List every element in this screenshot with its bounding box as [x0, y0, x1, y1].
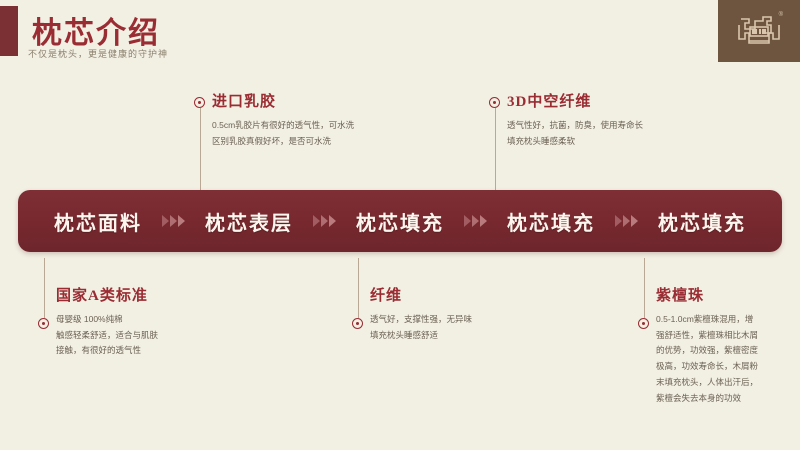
callout-line: 透气好，支撑性强，无异味 — [370, 314, 473, 324]
marker-ring-icon — [638, 318, 649, 329]
callout-line: 区别乳胶真假好坏，是否可水洗 — [212, 135, 332, 146]
marker-stem — [643, 258, 645, 318]
callout-line: 触感轻柔舒适，适合与肌肤 — [56, 329, 159, 340]
process-stage-fill-3[interactable]: 枕芯填充 — [658, 212, 746, 235]
chevron-right-icon — [313, 215, 336, 227]
callout-line: 填充枕头睡感柔软 — [507, 135, 576, 146]
callout-line: 透气性好，抗菌，防臭，使用寿命长 — [507, 120, 644, 130]
callout-line: 紫檀会失去本身的功效 — [656, 392, 742, 403]
callout-line: 强舒适性，紫檀珠相比木屑 — [656, 329, 759, 340]
callout-body: 0.5-1.0cm紫檀珠混用，增 强舒适性，紫檀珠相比木屑 的优势，功效强，紫檀… — [656, 312, 758, 406]
marker-ring-icon — [352, 318, 363, 329]
marker-ring-icon — [489, 97, 500, 108]
callout-line: 0.5-1.0cm紫檀珠混用，增 — [656, 314, 754, 324]
process-stage-fill-2[interactable]: 枕芯填充 — [507, 212, 595, 235]
callout-marker-bottom-3 — [638, 258, 650, 329]
chevron-right-icon — [162, 215, 185, 227]
chevron-right-icon — [615, 215, 638, 227]
brand-logo: ® — [718, 0, 800, 62]
pillow-core-process-bar: 枕芯面料 枕芯表层 枕芯填充 枕芯填充 枕芯填充 — [18, 190, 782, 252]
callout-line: 母婴级 100%纯棉 — [56, 314, 123, 324]
marker-stem — [494, 108, 496, 198]
callout-marker-bottom-2 — [352, 258, 364, 329]
footer-spacer — [0, 442, 800, 450]
callout-title: 纤维 — [370, 288, 403, 304]
chevron-right-icon — [464, 215, 487, 227]
page-title: 枕芯介绍 — [32, 17, 160, 50]
callout-body: 母婴级 100%纯棉 触感轻柔舒适，适合与肌肤 接触，有很好的透气性 — [56, 312, 158, 359]
callout-line: 接触，有很好的透气性 — [56, 345, 142, 356]
title-accent-block — [0, 6, 18, 56]
process-stage-fabric[interactable]: 枕芯面料 — [54, 212, 142, 235]
callout-body: 透气性好，抗菌，防臭，使用寿命长 填充枕头睡感柔软 — [507, 118, 643, 149]
chinese-seal-emblem-icon: ® — [731, 9, 787, 53]
callout-line: 0.5cm乳胶片有很好的透气性，可水洗 — [212, 120, 355, 130]
callout-marker-top-2 — [489, 97, 501, 198]
callout-marker-top-1 — [194, 97, 206, 198]
callout-line: 填充枕头睡感舒适 — [370, 329, 439, 340]
process-stage-fill-1[interactable]: 枕芯填充 — [356, 212, 444, 235]
callout-line: 的优势，功效强，紫檀密度 — [656, 345, 759, 356]
marker-ring-icon — [194, 97, 205, 108]
page-subtitle: 不仅是枕头，更是健康的守护神 — [28, 49, 169, 59]
callout-national-class-a: 国家A类标准 母婴级 100%纯棉 触感轻柔舒适，适合与肌肤 接触，有很好的透气… — [56, 284, 158, 359]
callout-line: 末填充枕头，人体出汗后， — [656, 376, 759, 387]
callout-line: 极高，功效寿命长，木屑粉 — [656, 361, 759, 372]
callout-title: 进口乳胶 — [212, 94, 277, 110]
callout-title: 3D中空纤维 — [507, 94, 592, 110]
marker-stem — [43, 258, 45, 318]
registered-mark: ® — [778, 12, 783, 18]
callout-body: 0.5cm乳胶片有很好的透气性，可水洗 区别乳胶真假好坏，是否可水洗 — [212, 118, 354, 149]
callout-imported-latex: 进口乳胶 0.5cm乳胶片有很好的透气性，可水洗 区别乳胶真假好坏，是否可水洗 — [212, 90, 354, 149]
callout-title: 紫檀珠 — [656, 288, 705, 304]
callout-rosewood-beads: 紫檀珠 0.5-1.0cm紫檀珠混用，增 强舒适性，紫檀珠相比木屑 的优势，功效… — [656, 284, 758, 406]
callout-fiber: 纤维 透气好，支撑性强，无异味 填充枕头睡感舒适 — [370, 284, 472, 343]
marker-stem — [357, 258, 359, 318]
callout-title: 国家A类标准 — [56, 288, 148, 304]
callout-3d-hollow-fiber: 3D中空纤维 透气性好，抗菌，防臭，使用寿命长 填充枕头睡感柔软 — [507, 90, 643, 149]
process-stage-surface[interactable]: 枕芯表层 — [205, 212, 293, 235]
callout-body: 透气好，支撑性强，无异味 填充枕头睡感舒适 — [370, 312, 472, 343]
callout-marker-bottom-1 — [38, 258, 50, 329]
marker-ring-icon — [38, 318, 49, 329]
marker-stem — [199, 108, 201, 198]
